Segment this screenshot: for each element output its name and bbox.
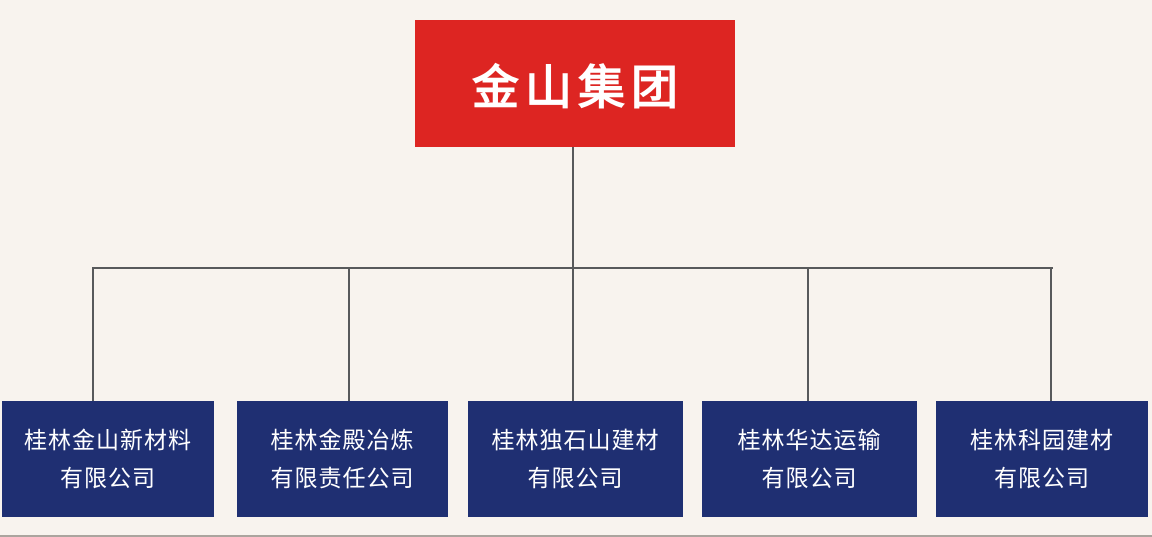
org-child-node-3: 桂林独石山建材 有限公司: [468, 401, 683, 517]
connector-root-stem: [572, 147, 574, 268]
org-child-label: 有限公司: [994, 465, 1090, 491]
org-child-label: 有限公司: [761, 465, 858, 491]
org-child-label: 桂林科园建材: [970, 427, 1114, 453]
bottom-divider: [0, 535, 1152, 537]
org-child-label: 有限公司: [60, 465, 156, 491]
connector-drop-2: [348, 267, 350, 401]
connector-drop-5: [1050, 267, 1052, 401]
connector-drop-3: [572, 267, 574, 401]
org-root-label: 金山集团: [472, 61, 684, 114]
org-child-node-4: 桂林华达运输 有限公司: [702, 401, 917, 517]
org-child-label: 桂林独石山建材: [491, 427, 660, 453]
org-root-node: 金山集团: [415, 20, 735, 147]
org-child-node-1: 桂林金山新材料 有限公司: [2, 401, 214, 517]
org-child-label: 有限公司: [527, 465, 624, 491]
org-child-node-2: 桂林金殿冶炼 有限责任公司: [237, 401, 448, 517]
org-child-label: 桂林华达运输: [737, 427, 882, 453]
org-child-node-5: 桂林科园建材 有限公司: [936, 401, 1148, 517]
org-child-label: 桂林金山新材料: [24, 427, 192, 453]
connector-drop-4: [807, 267, 809, 401]
org-child-label: 桂林金殿冶炼: [270, 427, 415, 453]
connector-drop-1: [92, 267, 94, 401]
org-child-label: 有限责任公司: [270, 465, 415, 491]
